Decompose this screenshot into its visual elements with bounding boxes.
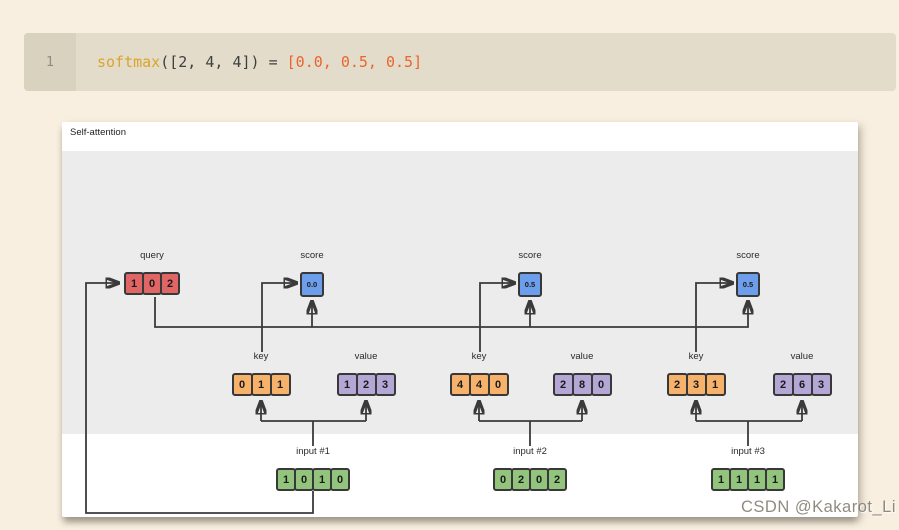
score-cell: 0.0 xyxy=(300,272,324,297)
value-cell: 1 xyxy=(336,373,358,396)
input-cell: 0 xyxy=(330,468,350,491)
arrow-key3-to-score3 xyxy=(695,283,732,352)
value-cells: 1 2 3 xyxy=(336,373,396,396)
input-vector-3: input #3 1 1 1 1 xyxy=(708,446,788,491)
line-number: 1 xyxy=(45,54,55,70)
code-line: softmax([2, 4, 4]) = [0.0, 0.5, 0.5] xyxy=(76,33,896,91)
connector-input3-split xyxy=(696,420,802,446)
value-cell: 3 xyxy=(374,373,396,396)
input-vector-1: input #1 1 0 1 0 xyxy=(273,446,353,491)
input-cell: 0 xyxy=(529,468,549,491)
input-cell: 1 xyxy=(747,468,767,491)
score-label: score xyxy=(300,250,324,261)
arrow-key2-to-score2 xyxy=(479,283,514,352)
input-cell: 0 xyxy=(493,468,513,491)
value-cell: 8 xyxy=(571,373,593,396)
input-cell: 1 xyxy=(711,468,731,491)
key-cell: 1 xyxy=(250,373,272,396)
key-cells: 4 4 0 xyxy=(449,373,509,396)
input-label: input #3 xyxy=(731,446,765,457)
value-label: value xyxy=(354,351,378,362)
key-label: key xyxy=(688,351,704,362)
value-vector-1: value 1 2 3 xyxy=(326,351,406,396)
key-vector-2: key 4 4 0 xyxy=(439,351,519,396)
code-block: 1 softmax([2, 4, 4]) = [0.0, 0.5, 0.5] xyxy=(24,33,896,91)
arrow-input1-to-query xyxy=(85,283,314,514)
key-cell: 0 xyxy=(231,373,253,396)
input-cells: 1 0 1 0 xyxy=(276,468,350,491)
value-cell: 6 xyxy=(791,373,813,396)
value-label: value xyxy=(790,351,814,362)
score-2: score 0.5 xyxy=(490,250,570,297)
query-vector: query 1 0 2 xyxy=(112,250,192,295)
score-label: score xyxy=(518,250,542,261)
score-cell: 0.5 xyxy=(736,272,760,297)
key-cell: 4 xyxy=(449,373,471,396)
key-cell: 0 xyxy=(487,373,509,396)
value-cell: 2 xyxy=(552,373,574,396)
value-cell: 0 xyxy=(590,373,612,396)
score-cells: 0.0 xyxy=(300,272,324,297)
input-label: input #2 xyxy=(513,446,547,457)
query-cell: 2 xyxy=(160,272,180,295)
key-label: key xyxy=(253,351,269,362)
input-cell: 2 xyxy=(511,468,531,491)
score-label: score xyxy=(736,250,760,261)
score-1: score 0.0 xyxy=(272,250,352,297)
connector-lines xyxy=(85,122,858,514)
input-cells: 0 2 0 2 xyxy=(493,468,567,491)
value-cells: 2 6 3 xyxy=(772,373,832,396)
score-cell: 0.5 xyxy=(518,272,542,297)
query-cells: 1 0 2 xyxy=(124,272,180,295)
value-cell: 2 xyxy=(772,373,794,396)
value-cell: 2 xyxy=(355,373,377,396)
code-token-call: ([2, 4, 4]) = xyxy=(160,53,287,71)
key-cell: 4 xyxy=(468,373,490,396)
arrow-query-to-score3 xyxy=(154,297,748,328)
key-cells: 2 3 1 xyxy=(666,373,726,396)
input-cells: 1 1 1 1 xyxy=(711,468,785,491)
key-cells: 0 1 1 xyxy=(231,373,291,396)
value-label: value xyxy=(570,351,594,362)
diagram-title: Self-attention xyxy=(70,127,126,138)
score-cells: 0.5 xyxy=(518,272,542,297)
key-cell: 1 xyxy=(269,373,291,396)
value-vector-2: value 2 8 0 xyxy=(542,351,622,396)
input-cell: 1 xyxy=(729,468,749,491)
input-cell: 1 xyxy=(312,468,332,491)
value-vector-3: value 2 6 3 xyxy=(762,351,842,396)
input-cell: 1 xyxy=(765,468,785,491)
code-token-function: softmax xyxy=(97,53,161,71)
input-cell: 1 xyxy=(276,468,296,491)
self-attention-diagram: Self-attention xyxy=(62,122,858,517)
input-cell: 0 xyxy=(294,468,314,491)
key-cell: 1 xyxy=(704,373,726,396)
query-label: query xyxy=(140,250,164,261)
score-3: score 0.5 xyxy=(708,250,788,297)
key-cell: 2 xyxy=(666,373,688,396)
line-number-gutter: 1 xyxy=(24,33,76,91)
connector-input2-split xyxy=(479,420,582,446)
input-vector-2: input #2 0 2 0 2 xyxy=(490,446,570,491)
key-vector-3: key 2 3 1 xyxy=(656,351,736,396)
value-cells: 2 8 0 xyxy=(552,373,612,396)
csdn-watermark: CSDN @Kakarot_Li xyxy=(741,498,896,516)
query-cell: 1 xyxy=(124,272,144,295)
input-label: input #1 xyxy=(296,446,330,457)
value-cell: 3 xyxy=(810,373,832,396)
code-token-result: [0.0, 0.5, 0.5] xyxy=(286,53,423,71)
score-cells: 0.5 xyxy=(736,272,760,297)
key-label: key xyxy=(471,351,487,362)
query-cell: 0 xyxy=(142,272,162,295)
key-vector-1: key 0 1 1 xyxy=(221,351,301,396)
connector-input1-split xyxy=(261,420,366,446)
input-cell: 2 xyxy=(547,468,567,491)
arrow-key1-to-score1 xyxy=(261,283,296,352)
key-cell: 3 xyxy=(685,373,707,396)
